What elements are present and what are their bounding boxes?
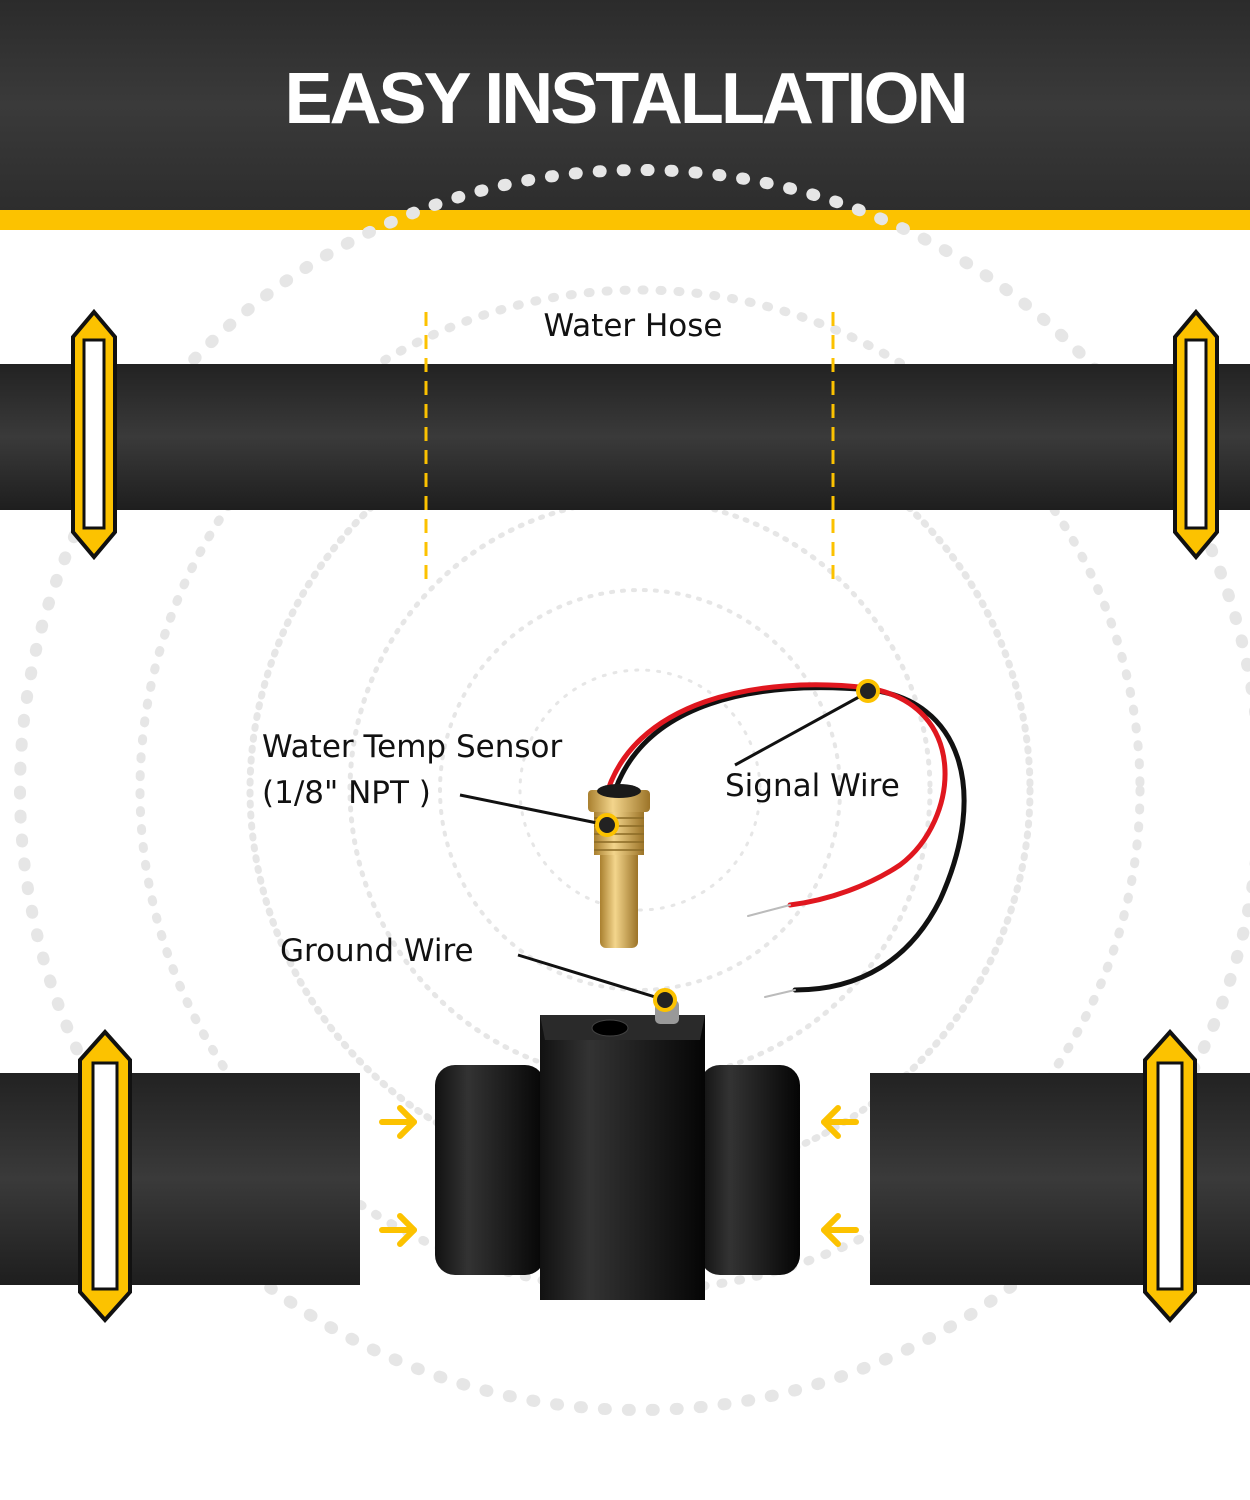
water-temp-sensor — [588, 784, 650, 948]
callout-dot — [653, 988, 677, 1012]
callout-dot — [856, 679, 880, 703]
arrow-right-icon — [379, 1105, 417, 1139]
hose-clamp-icon — [78, 1028, 132, 1324]
arrow-left-icon — [821, 1105, 859, 1139]
sensor-label: Water Temp Sensor — [262, 729, 562, 765]
callout-dot — [595, 813, 619, 837]
hose-clamp-icon — [1173, 308, 1219, 561]
sensor-thread-label: (1/8" NPT ) — [262, 775, 431, 811]
hose-clamp-icon — [71, 308, 117, 561]
ground-wire-label: Ground Wire — [280, 933, 474, 969]
water-hose-left — [0, 1073, 360, 1285]
hose-adapter — [435, 1000, 800, 1300]
hose-clamp-icon — [1143, 1028, 1197, 1324]
page-title: EASY INSTALLATION — [284, 59, 968, 139]
callout-lines — [459, 690, 869, 1002]
water-hose-top — [0, 364, 1250, 510]
accent-stripe — [0, 210, 1250, 230]
arrow-left-icon — [821, 1213, 859, 1247]
arrow-right-icon — [379, 1213, 417, 1247]
water-hose-label: Water Hose — [544, 308, 723, 344]
signal-wire-label: Signal Wire — [725, 768, 900, 804]
wires — [602, 682, 967, 998]
